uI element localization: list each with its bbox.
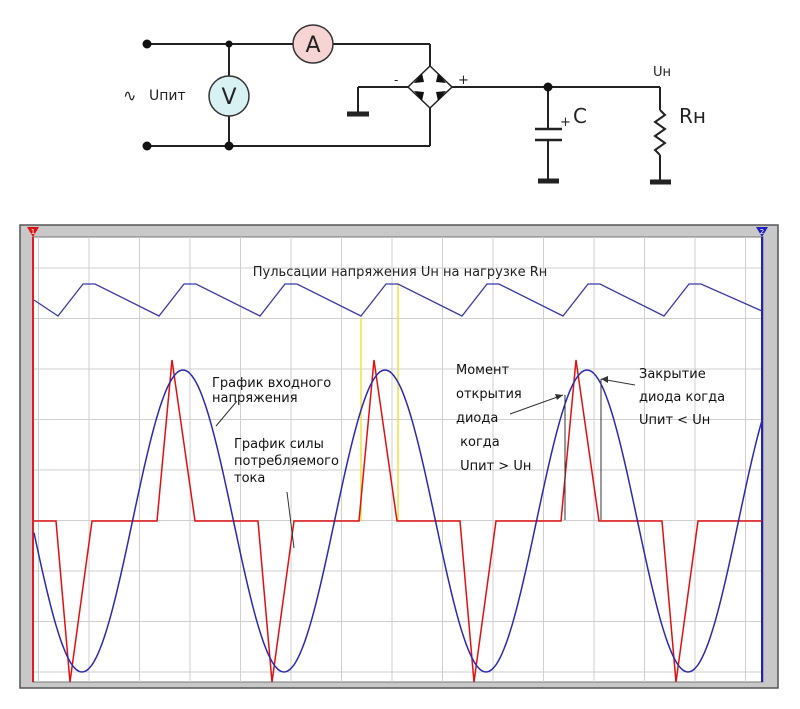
scope-title: Пульсации напряжения Uн на нагрузке Rн [253, 265, 548, 280]
arrow-head-icon [555, 394, 563, 400]
diode-icon [436, 73, 446, 83]
open-moment-annotation: диода [456, 411, 498, 426]
diode-icon [436, 91, 446, 101]
close-moment-annotation: Закрытие [639, 367, 706, 382]
cursor-1-marker-icon[interactable] [27, 227, 39, 237]
open-moment-annotation: Момент [456, 363, 509, 378]
terminal-dot [142, 39, 152, 49]
bridge-minus-label: - [394, 73, 398, 87]
ac-source-icon: ∿ [123, 86, 136, 105]
resistor-icon [653, 109, 667, 156]
circuit-schematic [147, 43, 671, 185]
diode-icon [414, 91, 424, 101]
capacitor-label: C [573, 104, 587, 128]
arrow-line [509, 394, 564, 415]
arrow-head-icon [601, 376, 608, 383]
voltmeter: V [208, 75, 250, 117]
input-voltage-annotation: напряжения [212, 391, 298, 406]
resistor-label: Rн [679, 104, 706, 128]
diode-bridge [406, 64, 454, 110]
junction-dot [543, 82, 553, 92]
ammeter-label: A [305, 33, 320, 58]
current-annotation: тока [234, 471, 265, 486]
open-moment-annotation: когда [456, 435, 500, 450]
cursor-2-marker-icon[interactable] [756, 227, 768, 237]
bridge-plus-label: + [458, 73, 469, 88]
current-annotation: потребляемого [234, 454, 339, 469]
current-trace [34, 359, 762, 683]
voltmeter-label: V [221, 85, 236, 110]
cursor-1-label: 1 [31, 228, 35, 236]
capacitor-plus-label: + [560, 115, 571, 130]
leader-line [286, 491, 295, 549]
diode-icon [414, 73, 424, 83]
close-moment-annotation: Uпит < Uн [639, 413, 710, 428]
source-voltage-label: Uпит [149, 88, 186, 104]
terminal-dot [142, 141, 152, 151]
input-voltage-annotation: График входного [212, 376, 331, 391]
cursor-2-label: 2 [760, 228, 764, 236]
ripple-voltage-trace [33, 283, 763, 317]
open-moment-annotation: открытия [456, 387, 522, 402]
oscilloscope: 1 2 Пульсации напряжения Uн на нагрузке … [19, 224, 779, 689]
load-voltage-label: Uн [653, 65, 671, 80]
close-moment-annotation: диода когда [639, 390, 725, 405]
current-annotation: График силы [234, 437, 324, 452]
open-moment-annotation: Uпит > Uн [456, 459, 531, 474]
ammeter: A [292, 24, 334, 64]
leader-line [215, 400, 238, 427]
input-voltage-trace [33, 369, 763, 673]
